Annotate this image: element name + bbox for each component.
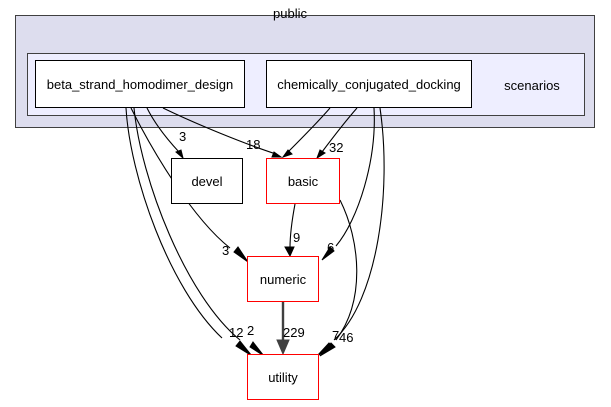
node-utility-label: utility: [268, 369, 298, 385]
node-numeric[interactable]: numeric: [247, 256, 319, 302]
edge-beta-to-utility-12: [125, 107, 223, 339]
edge-label-utility-229: 229: [283, 325, 305, 340]
node-chem-label: chemically_conjugated_docking: [277, 76, 461, 92]
edge-label-to-basic-18: 18: [246, 137, 261, 152]
node-chemically-conjugated-docking[interactable]: chemically_conjugated_docking: [266, 60, 472, 108]
edge-beta-to-utility-2: [133, 107, 241, 341]
edge-label-utility-12: 12: [229, 325, 244, 340]
edge-beta-to-basic-arrow: [271, 151, 283, 158]
edge-chem-to-utility-7-arrow: [316, 342, 334, 357]
node-devel-label: devel: [191, 173, 223, 189]
edge-beta-to-devel-arrow: [175, 149, 184, 160]
node-basic-label: basic: [287, 173, 319, 189]
node-basic[interactable]: basic: [266, 158, 340, 204]
edge-label-to-basic-32: 32: [329, 140, 344, 155]
edge-label-devel-numeric: 3: [222, 243, 230, 258]
edge-chem-to-devel-arrow: [281, 149, 293, 158]
node-devel[interactable]: devel: [171, 158, 243, 204]
edge-chem-to-numeric: [335, 107, 375, 247]
node-utility[interactable]: utility: [247, 354, 319, 400]
edge-label-utility-7: 7: [332, 328, 340, 343]
edge-basic-to-numeric-arrow: [284, 246, 295, 258]
edge-label-utility-2: 2: [247, 323, 255, 338]
edge-label-utility-46: 46: [339, 330, 354, 345]
edge-label-beta-devel: 3: [179, 129, 187, 144]
edge-numeric-to-utility-arrow: [276, 339, 290, 356]
edge-label-chem-numeric: 6: [327, 240, 335, 255]
edge-beta-to-numeric-arrow: [233, 246, 249, 263]
edge-chem-to-basic-arrow: [316, 149, 326, 160]
cluster-scenarios-label: scenarios: [504, 78, 560, 93]
node-numeric-label: numeric: [259, 271, 307, 287]
node-beta-label: beta_strand_homodimer_design: [46, 76, 234, 92]
cluster-public-label: public: [273, 6, 307, 21]
edge-basic-to-utility-46-arrow: [319, 342, 336, 357]
edge-label-basic-numeric: 9: [293, 230, 301, 245]
edge-basic-to-utility-46: [335, 199, 358, 341]
node-beta-strand-homodimer-design[interactable]: beta_strand_homodimer_design: [35, 60, 245, 108]
